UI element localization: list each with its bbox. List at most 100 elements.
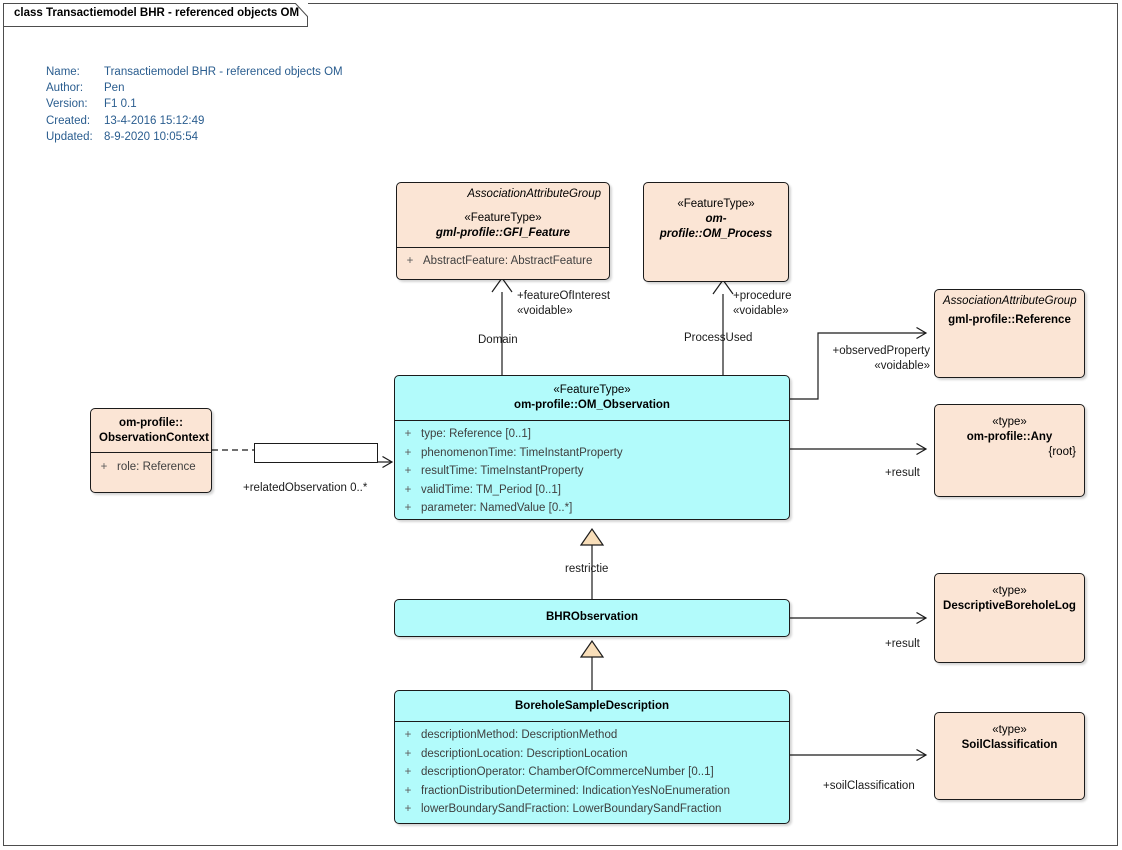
diagram-title: class Transactiemodel BHR - referenced o… — [14, 7, 300, 19]
class-attributes-borehole-sample-description: + descriptionMethod: DescriptionMethod +… — [395, 722, 789, 823]
class-stereotype: «FeatureType» — [464, 212, 542, 224]
class-name: BoreholeSampleDescription — [514, 700, 669, 712]
attribute-signature: descriptionOperator: ChamberOfCommerceNu… — [421, 766, 714, 778]
edge-stereotype-voidable: «voidable» — [517, 305, 573, 317]
class-name: SoilClassification — [961, 739, 1058, 751]
metadata-value: Pen — [104, 82, 125, 95]
class-box-borehole-sample-description[interactable]: BoreholeSampleDescription + descriptionM… — [394, 690, 790, 824]
attribute-visibility: + — [404, 803, 412, 815]
class-stereotype: «FeatureType» — [677, 198, 755, 210]
metadata-key: Author: — [46, 82, 84, 95]
attribute-row: + role: Reference — [91, 457, 211, 477]
class-stereotype: «type» — [992, 724, 1027, 736]
metadata-value: 8-9-2020 10:05:54 — [104, 130, 198, 143]
class-stereotype: «type» — [992, 585, 1027, 597]
association-attribute-group-marker: AssociationAttributeGroup — [467, 188, 601, 200]
attribute-signature: fractionDistributionDetermined: Indicati… — [421, 784, 730, 797]
attribute-row: + descriptionMethod: DescriptionMethod — [395, 726, 789, 745]
association-attribute-group-marker: AssociationAttributeGroup — [943, 295, 1077, 307]
edge-label-process-used: ProcessUsed — [684, 332, 753, 344]
attribute-signature: descriptionMethod: DescriptionMethod — [421, 729, 618, 741]
attribute-signature: phenomenonTime: TimeInstantProperty — [421, 446, 623, 459]
edge-stereotype-voidable: «voidable» — [874, 360, 930, 372]
metadata-row: Created: 13-4-2016 15:12:49 — [46, 113, 343, 129]
metadata-row: Name: Transactiemodel BHR - referenced o… — [46, 64, 343, 80]
diagram-frame-tab: class Transactiemodel BHR - referenced o… — [3, 3, 308, 27]
class-separator — [91, 452, 211, 453]
edge-role-feature-of-interest: +featureOfInterest — [517, 290, 611, 302]
edge-label-observed-property: +observedProperty «voidable» — [771, 344, 931, 374]
diagram-frame — [3, 3, 1118, 846]
class-box-gfi-feature[interactable]: AssociationAttributeGroup «FeatureType» … — [396, 182, 610, 280]
class-name: gml-profile::Reference — [948, 314, 1071, 326]
class-header-descriptive-borehole-log: «type» DescriptiveBoreholeLog — [935, 574, 1084, 620]
class-root-marker: {root} — [1048, 446, 1077, 458]
edge-label-domain: Domain — [478, 334, 518, 346]
class-name: om-profile::OM_Observation — [514, 399, 670, 411]
metadata-key: Created: — [46, 114, 91, 127]
attribute-visibility: + — [406, 255, 414, 267]
metadata-value: F1 0.1 — [104, 98, 137, 111]
attribute-visibility: + — [404, 784, 412, 797]
class-separator — [395, 721, 789, 722]
attribute-visibility: + — [404, 465, 412, 477]
class-stereotype: «type» — [992, 416, 1027, 428]
metadata-key: Updated: — [46, 130, 93, 143]
attribute-visibility: + — [100, 461, 108, 473]
class-header-gml-reference: AssociationAttributeGroup gml-profile::R… — [935, 290, 1084, 334]
attribute-signature: parameter: NamedValue [0..*] — [421, 502, 573, 514]
class-header-observation-context: om-profile:: ObservationContext — [91, 409, 211, 452]
class-name: om-profile::OM_Process — [659, 213, 773, 240]
attribute-row: + resultTime: TimeInstantProperty — [395, 462, 789, 481]
attribute-signature: lowerBoundarySandFraction: LowerBoundary… — [421, 803, 722, 815]
class-box-om-observation[interactable]: «FeatureType» om-profile::OM_Observation… — [394, 375, 790, 520]
attribute-row: + validTime: TM_Period [0..1] — [395, 481, 789, 500]
class-stereotype: «FeatureType» — [553, 384, 631, 396]
attribute-visibility: + — [404, 446, 412, 459]
class-name: DescriptiveBoreholeLog — [943, 600, 1076, 612]
class-attributes-gfi-feature: + AbstractFeature: AbstractFeature — [397, 248, 609, 276]
attribute-visibility: + — [404, 747, 412, 760]
metadata-row: Version: F1 0.1 — [46, 96, 343, 112]
metadata-key: Version: — [46, 98, 88, 111]
attribute-signature: descriptionLocation: DescriptionLocation — [421, 747, 628, 760]
metadata-value: 13-4-2016 15:12:49 — [104, 114, 205, 127]
edge-role-procedure: +procedure — [733, 290, 792, 302]
attribute-row: + AbstractFeature: AbstractFeature — [397, 252, 609, 271]
attribute-signature: AbstractFeature: AbstractFeature — [423, 255, 593, 267]
class-box-om-process[interactable]: «FeatureType» om-profile::OM_Process — [643, 182, 789, 282]
attribute-row: + type: Reference [0..1] — [395, 425, 789, 444]
attribute-signature: role: Reference — [117, 461, 196, 473]
attribute-signature: validTime: TM_Period [0..1] — [421, 483, 561, 496]
class-name: om-profile::Any — [966, 431, 1053, 443]
metadata-row: Updated: 8-9-2020 10:05:54 — [46, 129, 343, 145]
edge-role-observed-property: +observedProperty — [832, 345, 931, 357]
class-separator — [395, 420, 789, 421]
association-class-box — [254, 443, 378, 463]
class-header-soil-classification: «type» SoilClassification — [935, 713, 1084, 759]
attribute-row: + fractionDistributionDetermined: Indica… — [395, 782, 789, 801]
attribute-visibility: + — [404, 428, 412, 440]
class-header-om-observation: «FeatureType» om-profile::OM_Observation — [395, 376, 789, 420]
class-attributes-observation-context: + role: Reference — [91, 453, 211, 482]
attribute-row: + phenomenonTime: TimeInstantProperty — [395, 444, 789, 463]
attribute-visibility: + — [404, 483, 412, 496]
class-box-bhr-observation[interactable]: BHRObservation — [394, 599, 790, 637]
class-box-descriptive-borehole-log[interactable]: «type» DescriptiveBoreholeLog — [934, 573, 1085, 663]
frame-tab-shape-icon — [3, 3, 308, 27]
edge-label-feature-of-interest: +featureOfInterest «voidable» — [517, 289, 610, 319]
class-box-observation-context[interactable]: om-profile:: ObservationContext + role: … — [90, 408, 212, 493]
class-separator — [397, 247, 609, 248]
class-box-om-any[interactable]: «type» om-profile::Any {root} — [934, 404, 1085, 497]
class-header-om-any: «type» om-profile::Any {root} — [935, 405, 1084, 466]
attribute-row: + lowerBoundarySandFraction: LowerBounda… — [395, 800, 789, 819]
edge-stereotype-voidable: «voidable» — [733, 305, 789, 317]
attribute-visibility: + — [404, 766, 412, 778]
class-box-soil-classification[interactable]: «type» SoilClassification — [934, 712, 1085, 800]
class-name: BHRObservation — [545, 611, 639, 623]
class-name: gml-profile::GFI_Feature — [435, 227, 571, 239]
class-box-gml-reference[interactable]: AssociationAttributeGroup gml-profile::R… — [934, 289, 1085, 378]
attribute-signature: resultTime: TimeInstantProperty — [421, 465, 584, 477]
class-header-bhr-observation: BHRObservation — [395, 600, 789, 631]
